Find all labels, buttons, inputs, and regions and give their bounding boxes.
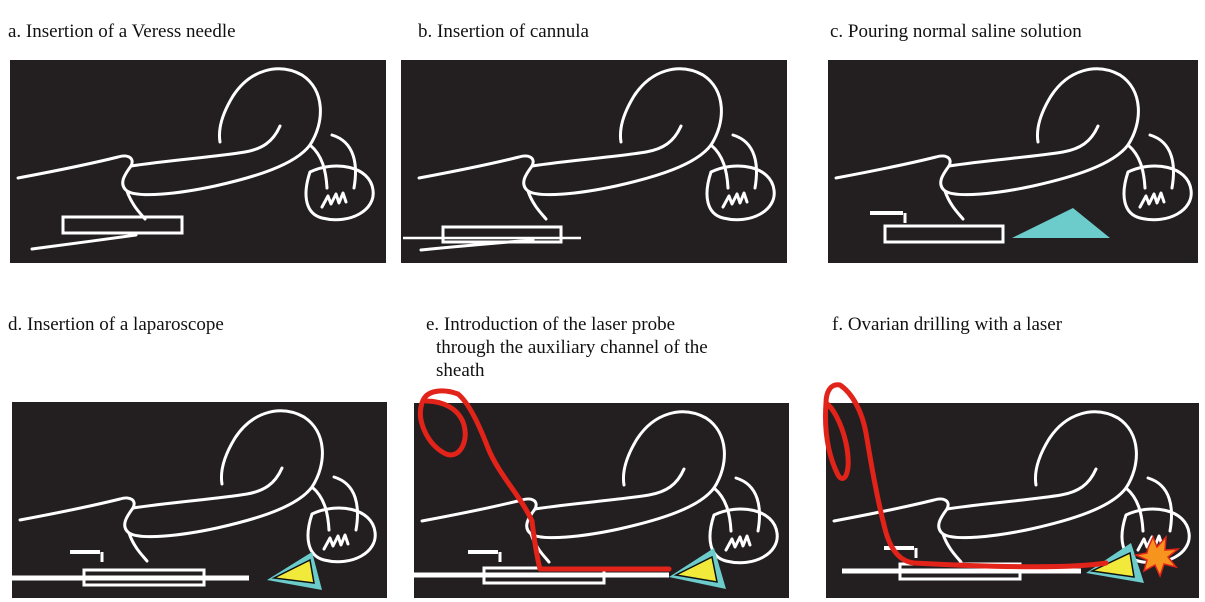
panel-b — [401, 60, 787, 263]
panel-e — [414, 403, 789, 598]
caption-c: c. Pouring normal saline solution — [830, 20, 1082, 43]
caption-e-line-3: sheath — [426, 359, 708, 382]
caption-d: d. Insertion of a laparoscope — [8, 313, 224, 336]
panel-a-illustration — [10, 60, 386, 263]
uterus-outline — [836, 69, 1191, 220]
saline-fluid — [1012, 208, 1110, 238]
panel-e-illustration — [414, 403, 789, 598]
cannula-outline — [885, 226, 1003, 242]
panel-d-illustration — [12, 402, 387, 598]
laser-fiber — [420, 391, 669, 569]
panel-c-illustration — [828, 60, 1198, 263]
panel-d — [12, 402, 387, 598]
uterus-outline — [18, 69, 373, 249]
uterus-outline — [20, 411, 375, 562]
caption-e: e. Introduction of the laser probe throu… — [426, 313, 708, 382]
panel-b-illustration — [401, 60, 787, 263]
veress-needle-outline — [63, 217, 182, 233]
uterus-outline — [422, 412, 777, 563]
caption-b: b. Insertion of cannula — [418, 20, 589, 43]
panel-f — [826, 403, 1199, 598]
cannula-outline — [443, 227, 561, 242]
caption-e-line-2: through the auxiliary channel of the — [426, 336, 708, 359]
laser-fiber — [826, 385, 1107, 567]
caption-a: a. Insertion of a Veress needle — [8, 20, 236, 43]
uterus-outline — [419, 69, 774, 250]
caption-f: f. Ovarian drilling with a laser — [832, 313, 1062, 336]
panel-a — [10, 60, 386, 263]
panel-f-illustration — [826, 403, 1199, 598]
caption-e-line-1: e. Introduction of the laser probe — [426, 314, 675, 335]
panel-c — [828, 60, 1198, 263]
